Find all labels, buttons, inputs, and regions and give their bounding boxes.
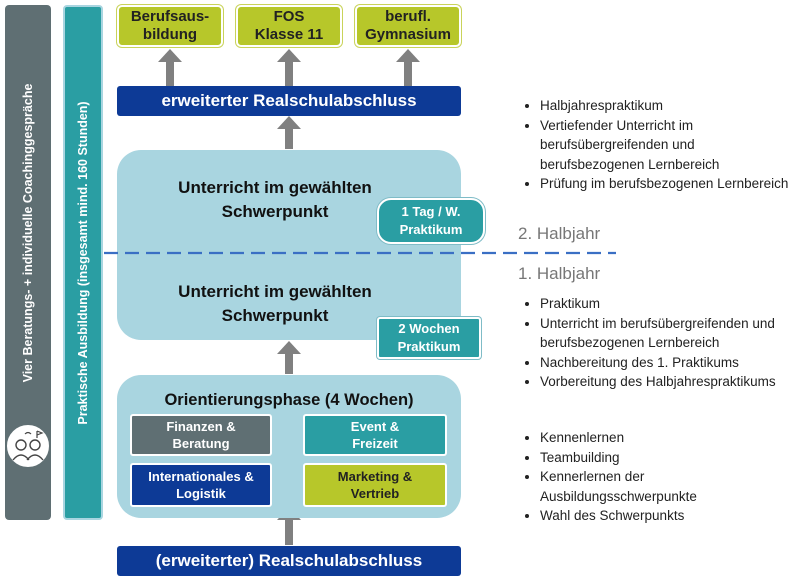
tile-finance-label: Finanzen & Beratung — [166, 419, 236, 451]
top-degree-bar: erweiterter Realschulabschluss — [117, 86, 461, 116]
arrow-to-degree-shaft — [285, 127, 293, 149]
arrow-to-gymnasium-head — [396, 49, 420, 62]
list-item: Prüfung im berufsbezogenen Lernbereich — [540, 174, 790, 194]
arrow-to-fos-shaft — [285, 60, 293, 86]
arrow-to-fos-head — [277, 49, 301, 62]
bottom-degree-label: (erweiterter) Realschulabschluss — [155, 551, 423, 570]
list-item: Halbjahrespraktikum — [540, 96, 790, 116]
semester-divider — [104, 251, 616, 255]
arrow-to-degree-head — [277, 116, 301, 129]
list-item: Unterricht im berufsübergreifenden und b… — [540, 314, 794, 353]
arrow-to-gymnasium-shaft — [404, 60, 412, 86]
coaching-icon — [5, 423, 51, 469]
tile-marketing: Marketing & Vertrieb — [303, 463, 447, 507]
tile-marketing-label: Marketing & Vertrieb — [337, 469, 413, 501]
arrow-to-orientation-shaft — [285, 518, 293, 545]
list-item: Kennenlernen — [540, 428, 790, 448]
tile-international-label: Internationales & Logistik — [148, 469, 254, 501]
focus-lower-title: Unterricht im gewählten Schwerpunkt — [178, 282, 372, 325]
option-vocational-training-label: Berufsaus- bildung — [130, 8, 210, 43]
tile-finance: Finanzen & Beratung — [130, 414, 272, 456]
option-vocational-gymnasium: berufl. Gymnasium — [355, 5, 461, 47]
list-second-half: Halbjahrespraktikum Vertiefender Unterri… — [522, 96, 790, 194]
practical-training-bar: Praktische Ausbildung (insgesamt mind. 1… — [63, 5, 103, 520]
list-first-half: Praktikum Unterricht im berufsübergreife… — [522, 294, 794, 392]
list-item: Praktikum — [540, 294, 794, 314]
option-fos: FOS Klasse 11 — [236, 5, 342, 47]
focus-upper-title: Unterricht im gewählten Schwerpunkt — [178, 178, 372, 221]
tile-event: Event & Freizeit — [303, 414, 447, 456]
bottom-degree-bar: (erweiterter) Realschulabschluss — [117, 546, 461, 576]
tile-event-label: Event & Freizeit — [350, 419, 400, 451]
focus-upper-badge-label: 1 Tag / W. Praktikum — [399, 204, 463, 237]
arrow-to-focus-shaft — [285, 352, 293, 374]
focus-lower-badge: 2 Wochen Praktikum — [377, 317, 481, 359]
half-year-second-label: 2. Halbjahr — [518, 224, 601, 243]
option-vocational-gymnasium-label: berufl. Gymnasium — [365, 8, 451, 43]
arrow-to-vocational-head — [158, 49, 182, 62]
list-item: Kennerlernen der Ausbildungsschwerpunkte — [540, 467, 790, 506]
list-item: Teambuilding — [540, 448, 790, 468]
arrow-group — [158, 49, 420, 545]
option-fos-label: FOS Klasse 11 — [254, 8, 324, 43]
coaching-bar: Vier Beratungs- + individuelle Coachingg… — [5, 5, 51, 520]
list-item: Vertiefender Unterricht im berufsübergre… — [540, 116, 790, 175]
tile-international: Internationales & Logistik — [130, 463, 272, 507]
list-item: Nachbereitung des 1. Praktikums — [540, 353, 794, 373]
half-year-first-label: 1. Halbjahr — [518, 264, 601, 283]
arrow-to-focus-head — [277, 341, 301, 354]
list-item: Wahl des Schwerpunkts — [540, 506, 790, 526]
list-orientation: Kennenlernen Teambuilding Kennerlernen d… — [522, 428, 790, 526]
focus-upper-badge: 1 Tag / W. Praktikum — [377, 198, 485, 244]
option-vocational-training: Berufsaus- bildung — [117, 5, 223, 47]
orientation-title: Orientierungsphase (4 Wochen) — [164, 391, 414, 409]
focus-panel — [117, 150, 461, 340]
list-item: Vorbereitung des Halbjahrespraktikums — [540, 372, 794, 392]
arrow-to-vocational-shaft — [166, 60, 174, 86]
focus-lower-badge-label: 2 Wochen Praktikum — [397, 321, 461, 354]
top-degree-label: erweiterter Realschulabschluss — [161, 91, 417, 110]
